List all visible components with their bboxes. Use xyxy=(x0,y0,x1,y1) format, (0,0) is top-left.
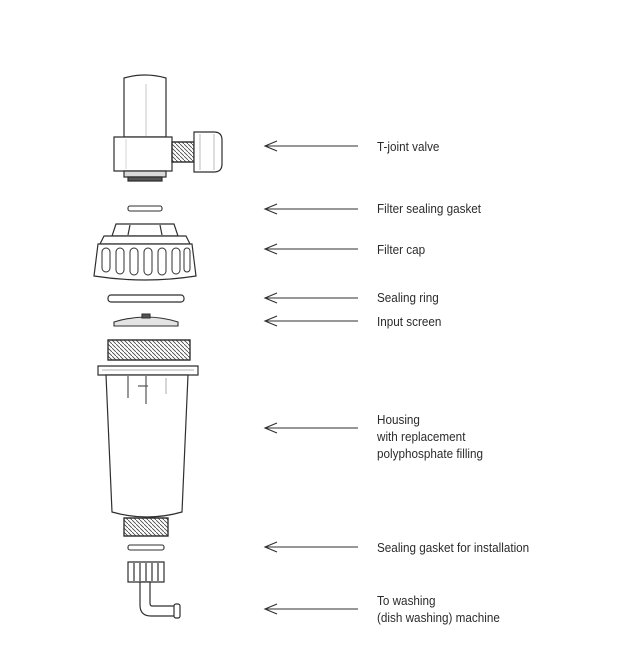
label-filter-sealing-gasket: Filter sealing gasket xyxy=(377,201,482,216)
arrow-installation-gasket xyxy=(263,541,358,553)
arrow-input-screen xyxy=(263,315,358,327)
label-filter-cap: Filter cap xyxy=(377,242,426,257)
arrow-housing xyxy=(263,422,358,434)
label-housing-line-2: with replacement xyxy=(377,429,466,444)
label-washing-machine-line-1: To washing xyxy=(377,593,436,608)
label-t-joint-valve: T-joint valve xyxy=(377,139,440,154)
label-housing: Housing with replacement polyphosphate f… xyxy=(377,411,483,462)
arrow-filter-cap xyxy=(263,243,358,255)
label-sealing-ring: Sealing ring xyxy=(377,290,439,305)
filter-cap-drawing xyxy=(94,224,196,280)
label-washing-machine: To washing (dish washing) machine xyxy=(377,592,500,626)
arrow-t-joint-valve xyxy=(263,140,358,152)
input-screen-drawing xyxy=(114,314,178,326)
sealing-ring-drawing xyxy=(108,295,184,302)
arrow-sealing-ring xyxy=(263,292,358,304)
installation-gasket-drawing xyxy=(128,545,164,550)
arrow-washing-machine xyxy=(263,603,358,615)
label-sealing-gasket-installation: Sealing gasket for installation xyxy=(377,540,530,555)
arrow-filter-sealing-gasket xyxy=(263,203,358,215)
label-input-screen: Input screen xyxy=(377,314,442,329)
washing-machine-connector-drawing xyxy=(128,562,180,618)
housing-drawing xyxy=(98,340,198,536)
pointer-arrows xyxy=(263,140,358,615)
filter-sealing-gasket-drawing xyxy=(128,206,162,211)
t-joint-valve-drawing xyxy=(114,75,222,181)
label-housing-line-3: polyphosphate filling xyxy=(377,446,484,461)
label-washing-machine-line-2: (dish washing) machine xyxy=(377,610,500,625)
label-housing-line-1: Housing xyxy=(377,412,420,427)
